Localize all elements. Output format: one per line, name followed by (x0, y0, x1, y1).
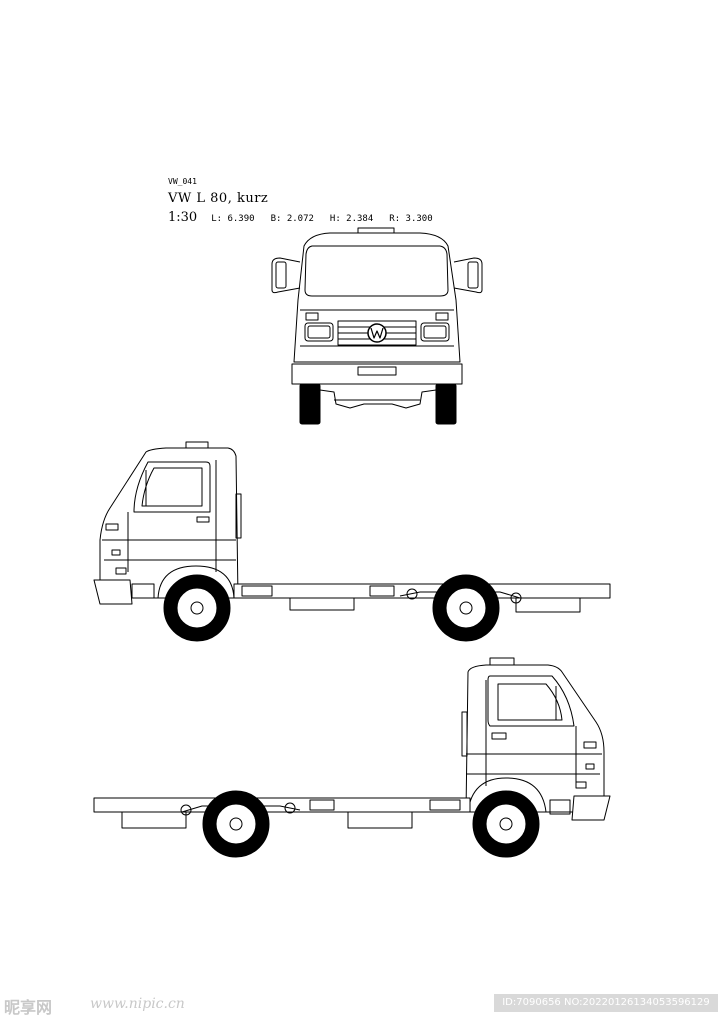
side-view-left (93, 441, 611, 642)
watermark-id: ID:7090656 NO:20220126134053596129 (494, 994, 718, 1012)
scale-label: 1:30 (168, 210, 198, 225)
front-view (271, 227, 483, 425)
drawing-code: VW_041 (168, 177, 197, 186)
watermark-url: www.nipic.cn (90, 996, 185, 1012)
dim-length: L: 6.390 (211, 214, 255, 224)
dim-width: B: 2.072 (270, 214, 314, 224)
dim-height: H: 2.384 (329, 214, 374, 224)
side-view-right (93, 657, 611, 858)
dim-radius: R: 3.300 (389, 214, 433, 224)
spec-row: 1:30 L: 6.390 B: 2.072 H: 2.384 R: 3.300 (168, 208, 445, 226)
model-title: VW L 80, kurz (168, 191, 269, 206)
watermark-logo: 昵享网 (4, 998, 53, 1017)
